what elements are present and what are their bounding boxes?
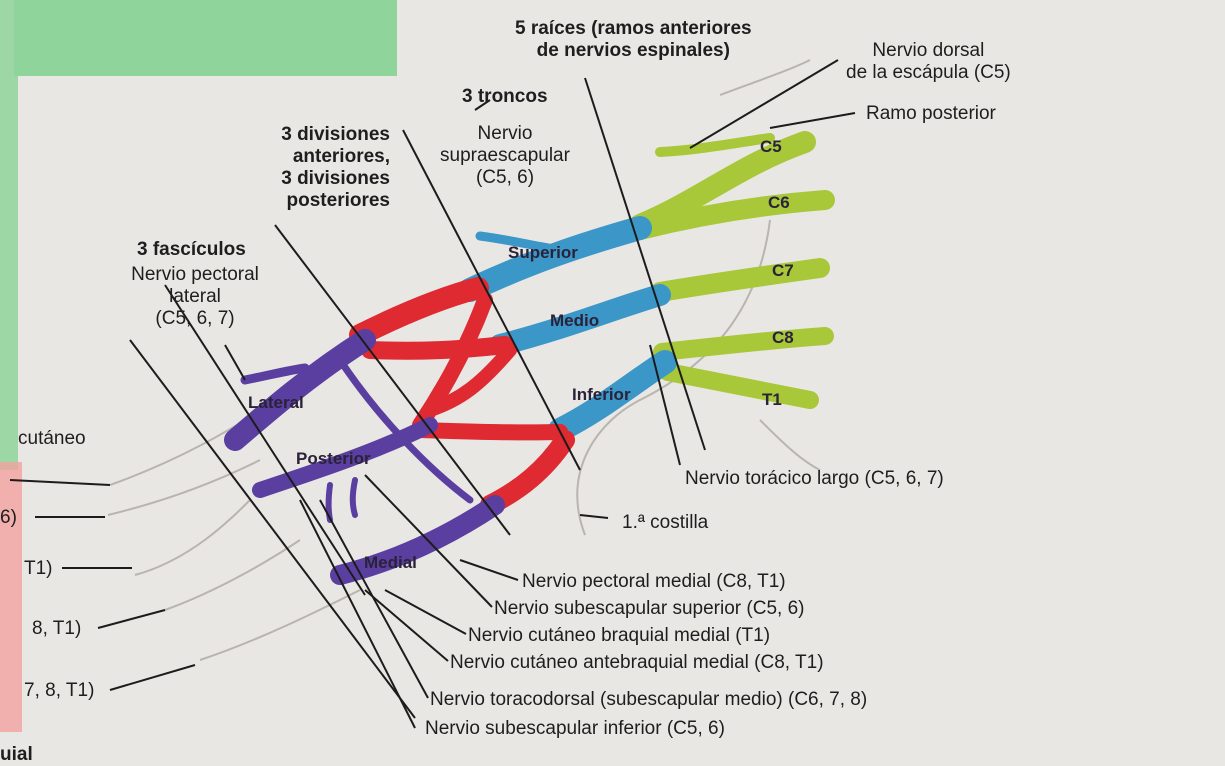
divisions-header-line1: 3 divisiones bbox=[250, 124, 390, 146]
lateral-pectoral-line3: (C5, 6, 7) bbox=[110, 308, 280, 330]
cords-header: 3 fascículos bbox=[137, 239, 246, 261]
roots-header-line2: de nervios espinales) bbox=[515, 40, 752, 62]
medial-brachial-cutaneous-label: Nervio cutáneo braquial medial (T1) bbox=[468, 625, 770, 647]
lower-subscapular-nerve-label: Nervio subescapular inferior (C5, 6) bbox=[425, 718, 725, 740]
left-cut-label-6: uial bbox=[0, 744, 33, 766]
first-rib-label: 1.ª costilla bbox=[622, 512, 708, 534]
divisions-header-line4: posteriores bbox=[250, 190, 390, 212]
upper-subscapular-nerve-label: Nervio subescapular superior (C5, 6) bbox=[494, 598, 804, 620]
cord-lateral-label: Lateral bbox=[248, 393, 304, 413]
trunk-middle-label: Medio bbox=[550, 311, 599, 331]
posterior-ramus-label: Ramo posterior bbox=[866, 103, 996, 125]
trunk-superior-label: Superior bbox=[508, 243, 578, 263]
lateral-pectoral-line2: lateral bbox=[110, 286, 280, 308]
lateral-pectoral-nerve-label: Nervio pectoral lateral (C5, 6, 7) bbox=[110, 264, 280, 330]
medial-antebrachial-cutaneous-label: Nervio cutáneo antebraquial medial (C8, … bbox=[450, 652, 824, 674]
root-t1-label: T1 bbox=[762, 390, 782, 410]
left-cut-label-3: T1) bbox=[24, 558, 53, 580]
medial-pectoral-nerve-label: Nervio pectoral medial (C8, T1) bbox=[522, 571, 786, 593]
roots-header-line1: 5 raíces (ramos anteriores bbox=[515, 18, 752, 40]
trunks-header: 3 troncos bbox=[462, 86, 548, 108]
suprascapular-nerve-label: Nervio supraescapular (C5, 6) bbox=[430, 123, 580, 189]
divisions-header: 3 divisiones anteriores, 3 divisiones po… bbox=[250, 124, 390, 212]
lateral-pectoral-line1: Nervio pectoral bbox=[110, 264, 280, 286]
dorsal-scapular-line2: de la escápula (C5) bbox=[846, 62, 1011, 84]
root-c6-label: C6 bbox=[768, 193, 790, 213]
divisions-header-line2: anteriores, bbox=[250, 146, 390, 168]
dorsal-scapular-line1: Nervio dorsal bbox=[846, 40, 1011, 62]
left-cut-label-2: 6) bbox=[0, 507, 17, 529]
left-cut-label-4: 8, T1) bbox=[32, 618, 81, 640]
thoracodorsal-nerve-label: Nervio toracodorsal (subescapular medio)… bbox=[430, 689, 867, 711]
long-thoracic-nerve-label: Nervio torácico largo (C5, 6, 7) bbox=[685, 468, 944, 490]
suprascapular-line2: supraescapular bbox=[430, 145, 580, 167]
root-c7-label: C7 bbox=[772, 261, 794, 281]
root-c5-label: C5 bbox=[760, 137, 782, 157]
left-cut-label-1: cutáneo bbox=[18, 428, 86, 450]
suprascapular-line1: Nervio bbox=[430, 123, 580, 145]
root-c8-label: C8 bbox=[772, 328, 794, 348]
cord-posterior-label: Posterior bbox=[296, 449, 371, 469]
roots-header: 5 raíces (ramos anteriores de nervios es… bbox=[515, 18, 752, 62]
trunk-inferior-label: Inferior bbox=[572, 385, 631, 405]
left-cut-label-5: 7, 8, T1) bbox=[24, 680, 94, 702]
suprascapular-line3: (C5, 6) bbox=[430, 167, 580, 189]
dorsal-scapular-nerve-label: Nervio dorsal de la escápula (C5) bbox=[846, 40, 1011, 84]
cord-medial-label: Medial bbox=[364, 553, 417, 573]
divisions-header-line3: 3 divisiones bbox=[250, 168, 390, 190]
